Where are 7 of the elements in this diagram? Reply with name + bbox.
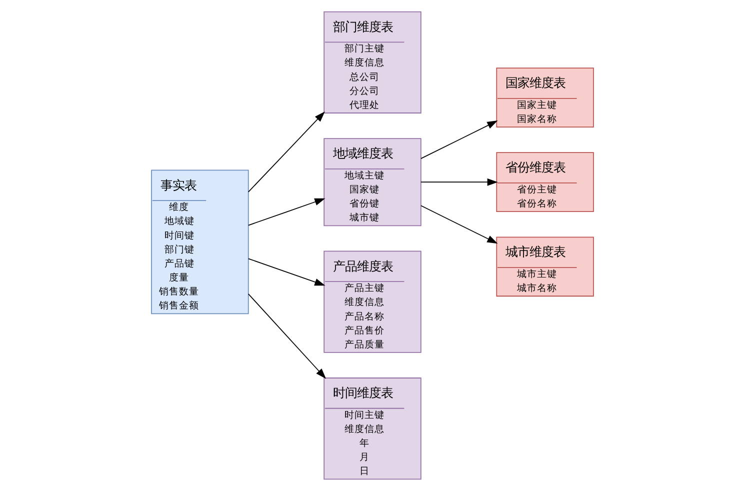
arrow bbox=[420, 120, 498, 159]
arrow bbox=[420, 178, 498, 186]
arrow bbox=[420, 205, 498, 244]
arrow bbox=[248, 294, 326, 379]
arrow bbox=[248, 198, 326, 226]
arrow bbox=[248, 111, 325, 192]
arrow bbox=[248, 258, 326, 286]
